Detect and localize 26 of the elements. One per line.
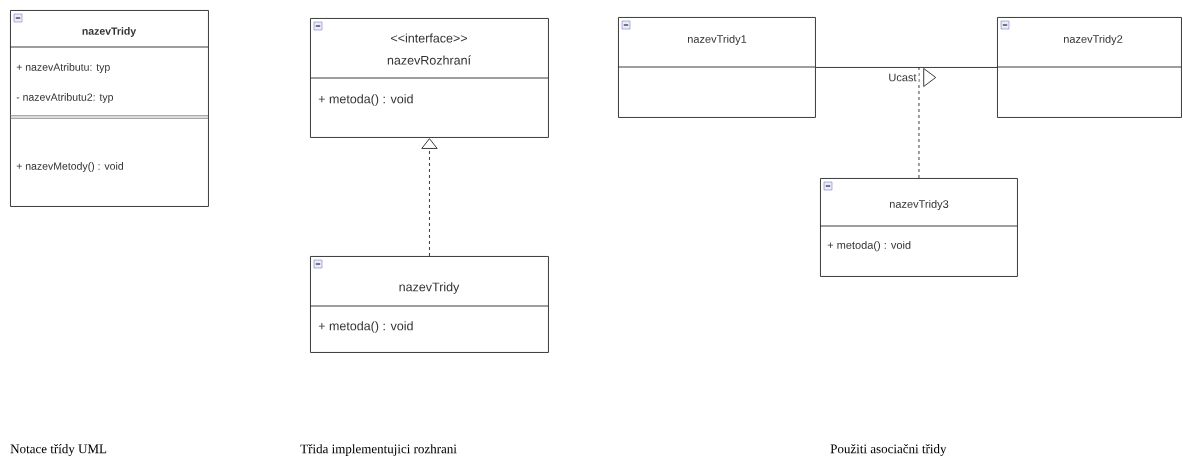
class-box xyxy=(309,18,549,138)
class-name: nazevTridy xyxy=(82,27,137,37)
member-text: + nazevAtributu: typ xyxy=(16,63,110,73)
caption-text: Notace třídy UML xyxy=(10,444,107,456)
class-box xyxy=(617,17,816,118)
class-box xyxy=(996,17,1182,118)
class-name: nazevTridy xyxy=(399,282,460,294)
member-text: nazevRozhraní xyxy=(387,55,471,65)
stereotype-text: <<interface>> xyxy=(391,33,467,43)
member-text: + metoda() : void xyxy=(318,321,413,333)
edge-label: Ucast xyxy=(889,73,917,82)
member-text: + metoda() : void xyxy=(318,94,413,106)
connector xyxy=(918,66,920,179)
class-box xyxy=(309,256,549,353)
class-name: nazevTridy2 xyxy=(1064,34,1123,46)
connector xyxy=(815,67,998,68)
member-text: + metoda() : void xyxy=(827,240,911,252)
class-box xyxy=(9,10,209,207)
member-text: - nazevAtributu2: typ xyxy=(16,93,113,103)
caption-text: Třida implementujici rozhrani xyxy=(300,444,457,456)
class-name: nazevTridy1 xyxy=(688,34,747,46)
connector xyxy=(421,138,438,257)
class-box xyxy=(819,178,1018,277)
caption-text: Použiti asociačni třidy xyxy=(830,444,947,456)
class-name: nazevTridy3 xyxy=(890,199,949,211)
member-text: + nazevMetody() : void xyxy=(16,162,123,172)
